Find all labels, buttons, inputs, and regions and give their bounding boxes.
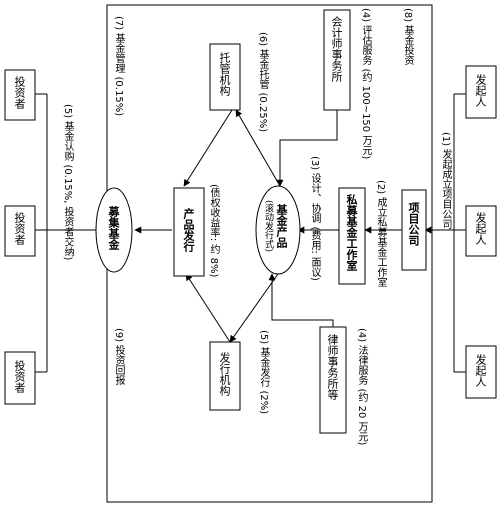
label-legal-service: (4) 法律服务 (约 20 万元) [356,328,367,446]
label-appraisal-service: (4) 评估服务 (约 100~150 万元) [360,8,371,160]
project-company-box: 项目公司 [407,202,420,246]
label-fund-investment: (8) 基金投资 [402,8,413,66]
product-issue-box: 产品发行 [182,208,195,252]
accounting-firm-box: 会计师事务所 [330,16,343,82]
private-studio-box: 私募基金工作室 [345,194,358,271]
label-design-coordination: (3) 设计、协调 (费用: 面议) [309,156,320,281]
sponsor-box-3: 发起人 [474,354,487,387]
law-firm-box: 律师事务所等 [326,334,339,400]
label-establish-company: (1) 发起成立项目公司 [440,132,451,230]
sponsor-box-2: 发起人 [474,212,487,245]
label-fund-management: (7) 基金管理 (0.15%) [113,16,124,117]
label-fund-custody: (6) 基金托管 (0.25%) [257,32,268,133]
label-fund-subscription: (5) 基金认购 (0.15%, 投资者交纳) [62,104,73,261]
label-establish-studio: (2) 成立私募基金工作室 [375,180,386,288]
investor-box-2: 投资者 [13,212,26,245]
fund-ellipse [95,187,133,273]
yield-label: (债权收益率: 约 8%) [208,184,219,278]
sponsor-box-1: 发起人 [474,74,487,107]
fund-node: 募集基金 [107,206,120,250]
investor-box-1: 投资者 [13,76,26,109]
fund-product-ellipse [255,185,301,275]
distributor-box: 发行机构 [218,352,231,396]
label-investment-return: (9) 投资回报 [113,328,124,386]
fund-product-sub: (滚动发行式) [263,200,273,253]
investor-box-3: 投资者 [13,360,26,393]
label-fund-issuance: (5) 基金发行 (2%) [258,330,269,415]
custodian-box: 托管机构 [218,52,231,96]
fund-product-node: 基金产品 [275,204,288,248]
